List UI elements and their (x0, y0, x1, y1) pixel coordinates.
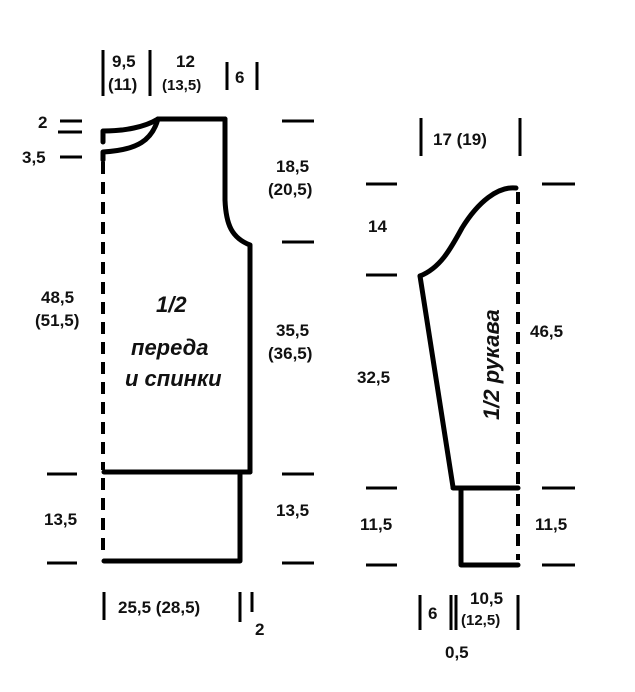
dim-sleeve-cuff-left: 11,5 (360, 515, 392, 534)
sleeve-cuff-outline (458, 487, 521, 568)
body-title-fraction: 1/2 (156, 292, 187, 317)
dim-body-rib-right: 13,5 (276, 501, 309, 520)
dim-neck-drop-back: 3,5 (22, 148, 46, 167)
sleeve-underarm-line (417, 273, 456, 490)
body-title-front: переда (131, 335, 208, 360)
dim-sleeve-cuff-right: 11,5 (535, 515, 567, 534)
dim-shoulder-left: 9,5 (112, 52, 136, 71)
dim-cuff-left: 6 (428, 604, 437, 623)
dim-armhole-alt: (20,5) (268, 180, 312, 199)
dim-shoulder-left-alt: (11) (108, 75, 137, 94)
front-neckline (100, 116, 161, 163)
body-rib-outline (101, 471, 243, 564)
dim-cuff-right-alt: (12,5) (461, 612, 500, 629)
back-neckline (100, 116, 161, 145)
dim-side: 35,5 (276, 321, 309, 340)
dim-body-length: 48,5 (41, 288, 74, 307)
sleeve-outline (417, 185, 521, 568)
dim-neck: 12 (176, 52, 195, 71)
armhole-side-line (222, 116, 253, 475)
dim-sleeve-length: 32,5 (357, 368, 390, 387)
dim-sleeve-total: 46,5 (530, 322, 563, 341)
dim-cuff-right: 10,5 (470, 589, 503, 608)
dim-neck-drop-front: 2 (38, 113, 47, 132)
dim-shoulder-right: 6 (235, 68, 244, 87)
body-title-back: и спинки (125, 366, 222, 391)
dim-side-alt: (36,5) (268, 344, 312, 363)
dim-sleeve-cap: 14 (368, 217, 387, 236)
dim-sleeve-top: 17 (19) (433, 130, 487, 149)
dim-body-length-alt: (51,5) (35, 311, 79, 330)
dim-armhole: 18,5 (276, 157, 309, 176)
dim-body-width: 25,5 (28,5) (118, 598, 200, 617)
dim-body-step: 2 (255, 620, 264, 639)
sleeve-cap-curve (417, 185, 519, 279)
dim-body-rib-left: 13,5 (44, 510, 77, 529)
body-outline (100, 116, 253, 564)
dim-neck-alt: (13,5) (162, 77, 201, 94)
sleeve-dimension-ticks (366, 118, 575, 630)
sleeve-title: 1/2 рукава (479, 309, 504, 420)
body-dimension-ticks (47, 50, 314, 622)
dim-cuff-step: 0,5 (445, 643, 469, 662)
